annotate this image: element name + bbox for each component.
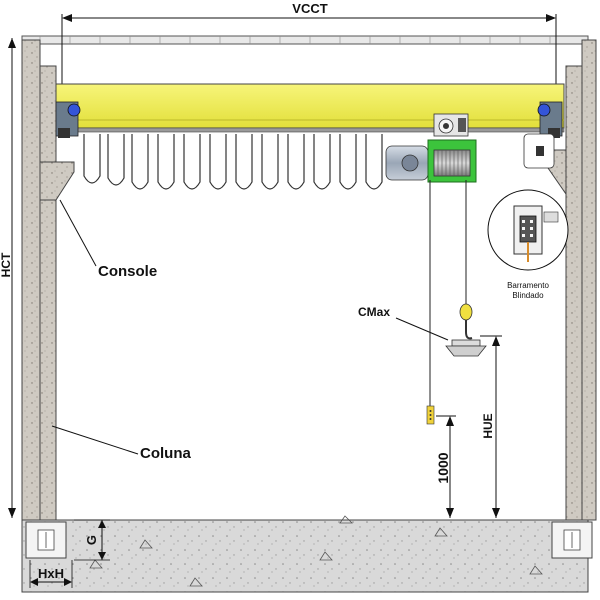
vcct-dimension: VCCT: [61, 1, 557, 138]
rope-drum: [433, 149, 471, 177]
g-label: G: [84, 535, 99, 545]
height-1000-label: 1000: [435, 452, 451, 483]
cmax-label: CMax: [358, 305, 390, 319]
cmax-callout: CMax: [358, 305, 449, 341]
vcct-label: VCCT: [292, 1, 327, 16]
festoon-cable: [83, 134, 383, 190]
hoist-rope: [429, 180, 467, 406]
coluna-callout: Coluna: [51, 425, 191, 462]
hct-dimension: HCT: [0, 38, 16, 518]
left-column: [21, 39, 75, 559]
dimension-1000: 1000: [435, 415, 456, 518]
roof: [21, 35, 589, 45]
hoist-trolley: [385, 113, 477, 183]
wheel-motor-icon: [67, 103, 81, 117]
crane-girder: [55, 83, 565, 133]
g-dimension: G: [74, 519, 110, 561]
hue-label: HUE: [481, 413, 495, 438]
hxh-dimension: HxH: [29, 560, 73, 588]
barramento-label-line2: Blindado: [512, 291, 544, 300]
hxh-label: HxH: [38, 566, 64, 581]
wheel-motor-icon: [537, 103, 551, 117]
end-carriage-right: [537, 101, 563, 138]
left-console: [39, 161, 75, 201]
console-label: Console: [98, 263, 157, 280]
coluna-label: Coluna: [140, 445, 191, 462]
barramento-label-line1: Barramento: [507, 281, 549, 290]
right-column: [547, 39, 597, 559]
load-block: [445, 345, 487, 357]
left-footing: [25, 521, 67, 559]
busbar-detail: Barramento Blindado: [487, 133, 569, 300]
console-callout: Console: [59, 199, 157, 280]
hct-label: HCT: [0, 252, 13, 277]
hue-dimension: HUE: [480, 335, 502, 518]
floor: [21, 515, 589, 593]
hook-icon: [445, 303, 487, 357]
pendant-control-icon: [426, 405, 435, 425]
end-carriage-left: [55, 101, 81, 138]
